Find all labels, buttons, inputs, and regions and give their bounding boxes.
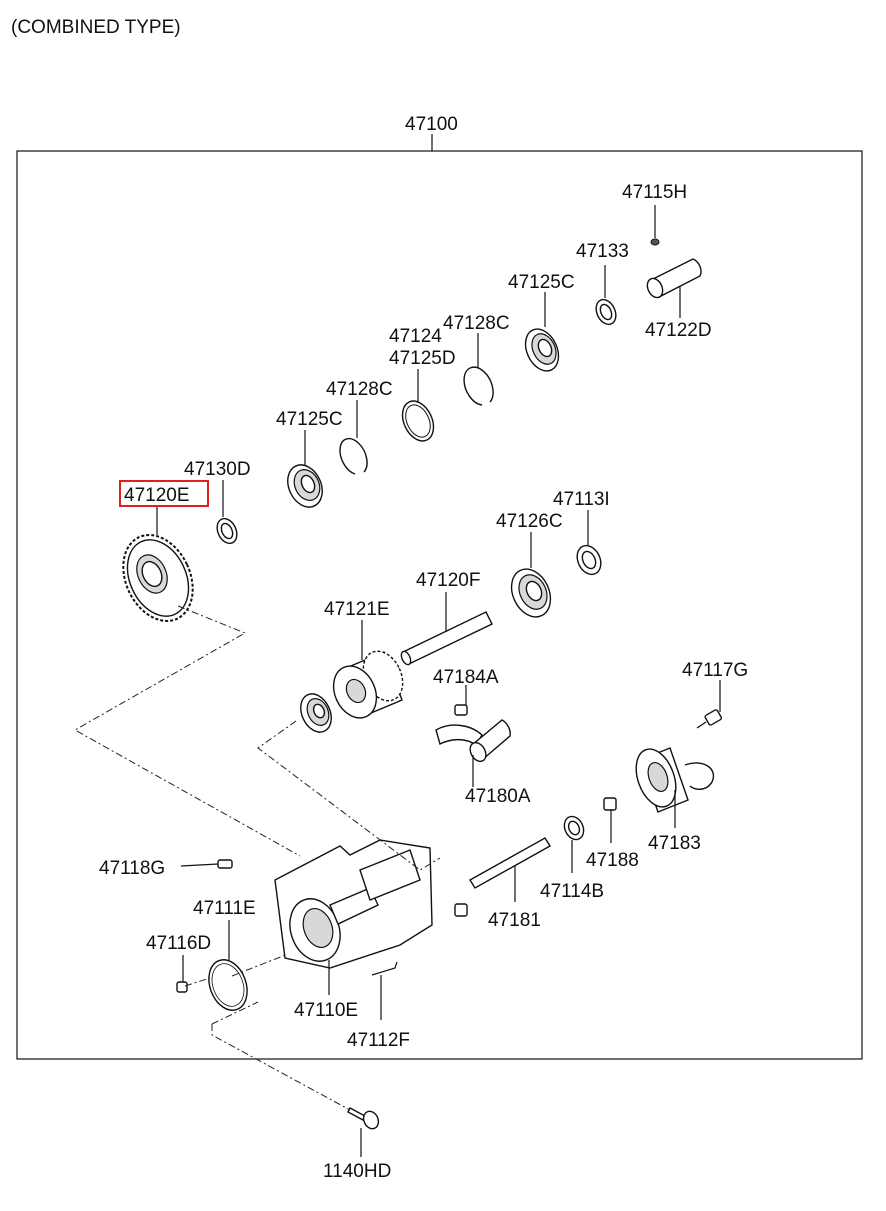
part-47121e-hub-shape bbox=[332, 650, 404, 719]
label-47128c-mid[interactable]: 47128C bbox=[326, 379, 393, 400]
label-47120f[interactable]: 47120F bbox=[416, 570, 480, 591]
part-47120e-gear-shape bbox=[122, 534, 194, 622]
label-47118g[interactable]: 47118G bbox=[99, 858, 165, 879]
part-47184a-shape bbox=[454, 704, 468, 716]
assembly-label[interactable]: 47100 bbox=[405, 114, 458, 135]
label-47111e[interactable]: 47111E bbox=[193, 898, 256, 919]
label-47183[interactable]: 47183 bbox=[648, 833, 701, 854]
part-47115h-shape bbox=[650, 238, 660, 246]
part-47188-shape bbox=[603, 797, 617, 811]
part-bearing-small-shape bbox=[300, 693, 332, 733]
part-plug-small-shape bbox=[454, 903, 468, 917]
part-47118g-shape bbox=[217, 859, 233, 869]
label-47130d[interactable]: 47130D bbox=[184, 459, 251, 480]
part-47117g-shape bbox=[696, 709, 723, 729]
part-47125c-top-shape bbox=[524, 328, 560, 372]
part-47181-rod-shape bbox=[469, 837, 551, 889]
part-47124-shape bbox=[401, 400, 435, 442]
label-47125d[interactable]: 47125D bbox=[389, 348, 456, 369]
label-47116d[interactable]: 47116D bbox=[146, 933, 211, 954]
part-47120f-shaft-shape bbox=[400, 611, 493, 666]
part-47128c-mid-shape bbox=[339, 437, 368, 475]
label-47133[interactable]: 47133 bbox=[576, 241, 629, 262]
label-47126c[interactable]: 47126C bbox=[496, 511, 563, 532]
label-47110e[interactable]: 47110E bbox=[294, 1000, 358, 1021]
label-47113i[interactable]: 47113I bbox=[553, 489, 610, 510]
part-47130d-shape bbox=[216, 517, 238, 545]
assembly-frame bbox=[16, 150, 863, 1060]
part-47110e-housing-shape bbox=[274, 839, 433, 969]
part-47113i-shape bbox=[576, 544, 602, 576]
label-47128c-top[interactable]: 47128C bbox=[443, 313, 510, 334]
part-47133-shape bbox=[595, 298, 617, 326]
highlight-box-47120e bbox=[119, 480, 209, 507]
assembly-guide-lines bbox=[73, 605, 441, 1111]
label-47114b[interactable]: 47114B bbox=[540, 881, 604, 902]
part-47111e-cover-shape bbox=[208, 959, 248, 1011]
part-47183-cover-shape bbox=[635, 747, 715, 813]
label-47112f[interactable]: 47112F bbox=[347, 1030, 410, 1051]
label-47181[interactable]: 47181 bbox=[488, 910, 541, 931]
part-47114b-shape bbox=[563, 815, 585, 841]
part-47122d-shape bbox=[646, 258, 702, 299]
part-1140hd-bolt-shape bbox=[347, 1107, 380, 1130]
label-47121e[interactable]: 47121E bbox=[324, 599, 390, 620]
part-47126c-shape bbox=[510, 568, 552, 618]
label-47125c-top[interactable]: 47125C bbox=[508, 272, 575, 293]
part-47180a-fork-shape bbox=[435, 719, 511, 763]
label-47180a[interactable]: 47180A bbox=[465, 786, 531, 807]
label-47124[interactable]: 47124 bbox=[389, 326, 442, 347]
label-47117g[interactable]: 47117G bbox=[682, 660, 748, 681]
label-47122d[interactable]: 47122D bbox=[645, 320, 712, 341]
header-title: (COMBINED TYPE) bbox=[11, 17, 181, 38]
label-47125c-mid[interactable]: 47125C bbox=[276, 409, 343, 430]
label-47184a[interactable]: 47184A bbox=[433, 667, 499, 688]
part-47112f-clip-shape bbox=[371, 961, 398, 976]
label-47120e[interactable]: 47120E bbox=[124, 485, 190, 506]
label-1140hd[interactable]: 1140HD bbox=[323, 1161, 391, 1182]
part-47128c-top-shape bbox=[463, 366, 494, 406]
label-47188[interactable]: 47188 bbox=[586, 850, 639, 871]
part-47125c-mid-shape bbox=[287, 464, 323, 508]
part-47116d-shape bbox=[176, 981, 188, 993]
label-47115h[interactable]: 47115H bbox=[622, 182, 687, 203]
